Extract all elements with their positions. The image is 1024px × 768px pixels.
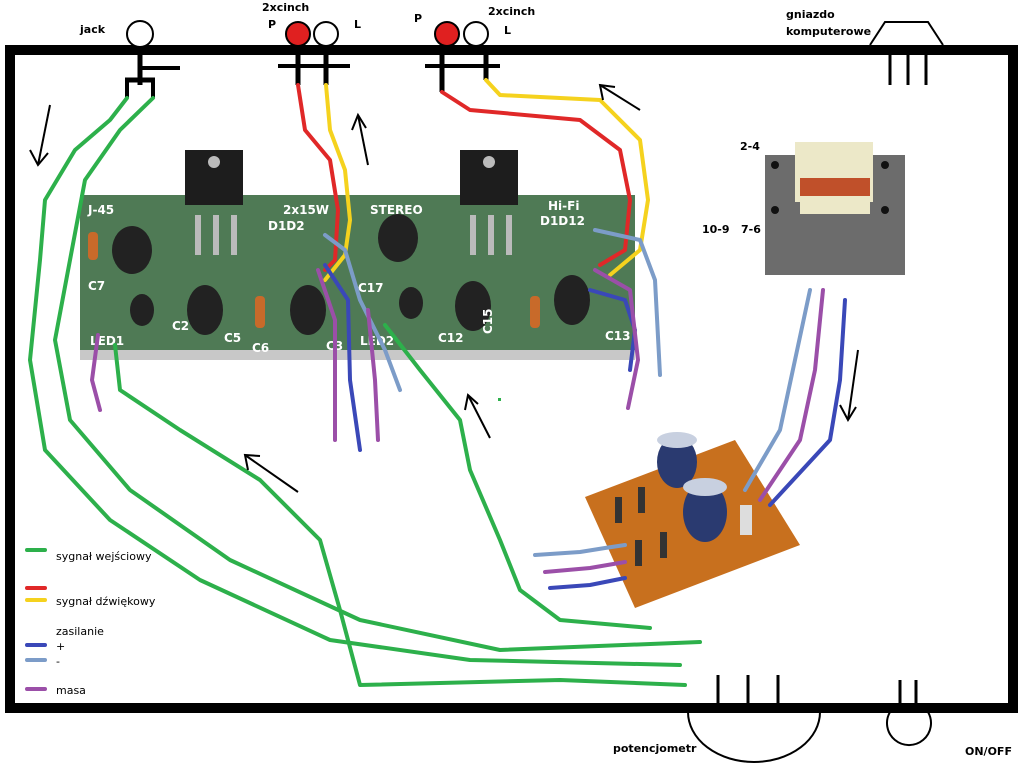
legend-input-signal: sygnał wejściowy	[56, 550, 152, 563]
cinch-left-l-label: L	[354, 18, 361, 31]
transformer-pins-top: 2-4	[740, 140, 760, 153]
input-signal-wires	[28, 96, 702, 687]
legend-power-plus: +	[56, 640, 65, 653]
cinch-right-p-label: P	[414, 12, 422, 25]
cinch-right-connector	[425, 21, 500, 92]
legend-ground: masa	[56, 684, 86, 697]
computer-power-socket	[869, 21, 944, 85]
jack-label: jack	[79, 23, 106, 36]
arrow-down-icon	[29, 104, 51, 167]
silk-c13: C13	[605, 329, 631, 343]
cinch-left-p-label: P	[268, 18, 276, 31]
legend-audio-signal: sygnał dźwiękowy	[56, 595, 156, 608]
computer-socket-label-1: gniazdo	[786, 8, 835, 21]
silk-c5: C5	[224, 331, 241, 345]
silk-d1d12: D1D12	[540, 214, 585, 228]
silk-d1d2: D1D2	[268, 219, 305, 233]
silk-2x15w: 2x15W	[283, 203, 329, 217]
silk-c7: C7	[88, 279, 105, 293]
potentiometer	[687, 675, 821, 763]
computer-socket-label-2: komputerowe	[786, 25, 871, 38]
enclosure-outline	[5, 45, 1018, 713]
cinch-right-label: 2xcinch	[488, 5, 535, 18]
transformer-pins-left: 10-9 7-6	[702, 223, 761, 236]
silk-j45: J-45	[87, 203, 114, 217]
arrow-up-left-icon	[464, 393, 491, 439]
cinch-right-l-label: L	[504, 24, 511, 37]
flow-arrows	[29, 83, 859, 493]
silk-led2: LED2	[360, 334, 394, 348]
silk-hifi: Hi-Fi	[548, 199, 579, 213]
legend-power: zasilanie	[56, 625, 104, 638]
cinch-left-label: 2xcinch	[262, 1, 309, 14]
silk-c6: C6	[252, 341, 269, 355]
potentiometer-label: potencjometr	[613, 742, 697, 755]
power-supply-board	[585, 432, 800, 608]
transformer	[760, 140, 910, 285]
silk-c15: C15	[481, 308, 495, 334]
silk-c2: C2	[172, 319, 189, 333]
silk-c17: C17	[358, 281, 384, 295]
power-switch	[886, 680, 932, 747]
arrow-up-icon	[351, 112, 369, 166]
arrow-up-left-icon	[243, 453, 299, 493]
jack-connector	[125, 20, 180, 98]
cinch-left-connector	[278, 21, 350, 85]
amplifier-pcb: J-45 2x15W STEREO Hi-Fi D1D2 D1D12 C7 C2…	[80, 150, 635, 360]
audio-signal-wires	[296, 78, 650, 282]
arrow-down-icon	[839, 349, 859, 423]
silk-c12: C12	[438, 331, 464, 345]
power-ground-wires	[90, 228, 847, 590]
arrow-up-left-icon	[598, 83, 641, 111]
silk-stereo: STEREO	[370, 203, 423, 217]
switch-label: ON/OFF	[965, 745, 1012, 758]
legend-power-minus: -	[56, 655, 60, 668]
legend: sygnał wejściowy sygnał dźwiękowy zasila…	[25, 548, 156, 697]
